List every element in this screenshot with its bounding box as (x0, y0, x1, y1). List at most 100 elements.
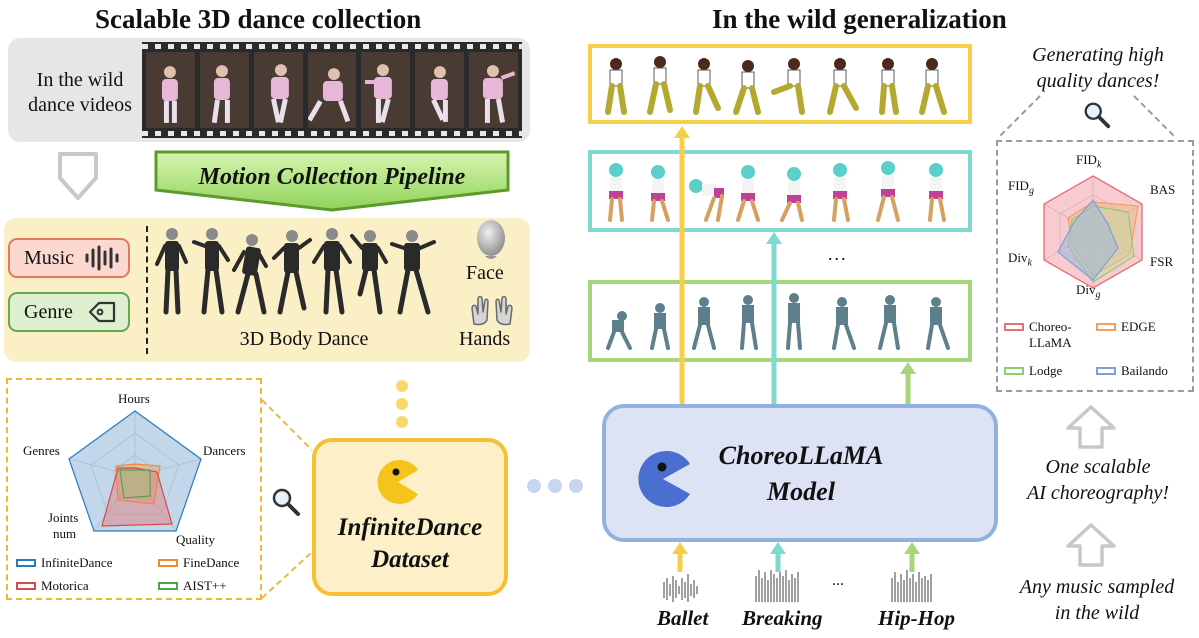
body-dance-label: 3D Body Dance (239, 328, 369, 350)
sprocket-top (142, 44, 522, 49)
teal-dancer-4 (736, 165, 760, 222)
genre-breaking: Breaking (742, 606, 823, 630)
radar-series-bailando (1057, 198, 1119, 281)
horizontal-dots (527, 479, 583, 493)
vertical-dots (396, 380, 408, 428)
teal-dancers (608, 161, 946, 222)
model-label: ChoreoLLaMA Model (696, 438, 906, 510)
film-frames (146, 52, 519, 128)
music-label: Music (24, 246, 74, 269)
radar-axis-joints-line1: Joints (48, 510, 79, 525)
tag-icon (88, 301, 115, 323)
legend-label-choreollama: Choreo-LLaMA (1029, 319, 1072, 351)
teal-dancer-1 (608, 163, 624, 222)
legend-swatch-lodge (1004, 367, 1024, 375)
video-strip-panel: In the wild dance videos (8, 38, 530, 142)
video-frame-6 (415, 52, 465, 128)
video-frame-4 (307, 52, 357, 128)
scalable-line1: One scalable (1045, 456, 1151, 478)
arrow-green (900, 362, 916, 404)
down-arrow-icon (58, 152, 98, 200)
radar-series-aist (119, 469, 151, 499)
music-waveforms (663, 570, 932, 602)
legend-label-finedance: FineDance (183, 555, 240, 570)
body-figure-5 (312, 228, 352, 315)
face-label: Face (466, 262, 504, 284)
green-dancer-1 (606, 311, 632, 350)
teal-dancer-7 (876, 161, 900, 222)
choreollama-line1: Choreo- (1029, 319, 1072, 334)
magnifier-icon (272, 488, 300, 516)
radar-axis-joints-line2: num (53, 526, 77, 541)
fidg-sub: g (1028, 185, 1034, 197)
choreollama-line2: LLaMA (1029, 335, 1072, 350)
video-frame-7 (469, 52, 519, 128)
green-dancer-7 (878, 295, 900, 350)
genre-ballet: Ballet (657, 606, 709, 630)
output-box-green (588, 280, 972, 362)
model-radar-connector (997, 95, 1177, 139)
yellow-dancer-2 (647, 56, 673, 115)
up-arrow-icon (1066, 405, 1116, 449)
model-radar-axis-fsr: FSR (1150, 254, 1174, 269)
legend-motorica: Motorica (16, 578, 89, 594)
dance-data-panel: Music Genre 3D Body Dance Face (4, 218, 530, 362)
legend-choreollama: Choreo-LLaMA (1004, 319, 1072, 351)
yellow-dancer-1 (605, 58, 627, 115)
panel-divider (146, 226, 148, 354)
model-radar-axis-fidg: FIDg (1008, 178, 1034, 197)
pacman-icon (638, 451, 690, 507)
dataset-connector-lines (261, 399, 313, 599)
ellipsis-middle: ... (828, 244, 848, 264)
green-dancer-4 (740, 295, 758, 350)
radar-axis-genres: Genres (23, 443, 60, 458)
radar-axis-hours: Hours (118, 391, 150, 406)
green-dancer-2 (650, 303, 670, 350)
teal-dancer-6 (832, 163, 850, 222)
model-box: ChoreoLLaMA Model (602, 404, 998, 542)
green-dancers (606, 293, 950, 350)
legend-aist: AIST++ (158, 578, 227, 594)
legend-label-aist: AIST++ (183, 578, 227, 593)
fidk-sub: k (1096, 159, 1102, 171)
yellow-dancer-5 (771, 58, 805, 115)
divk-sub: k (1027, 257, 1032, 269)
ballet-waveform (663, 574, 698, 602)
model-output-arrows (674, 126, 916, 404)
yellow-dancer-7 (879, 58, 899, 115)
pipeline-label: Motion Collection Pipeline (198, 164, 466, 190)
teal-dancer-8 (928, 163, 946, 222)
legend-label-infinitedance: InfiniteDance (41, 555, 113, 570)
teal-dancer-2 (650, 165, 670, 222)
legend-swatch-finedance (158, 559, 178, 567)
genre-input-arrows (672, 542, 920, 572)
model-label-line2: Model (767, 477, 835, 506)
hands-label: Hands (459, 328, 511, 350)
legend-bailando: Bailando (1096, 363, 1168, 379)
legend-swatch-edge (1096, 323, 1116, 331)
body-figure-3 (232, 234, 268, 315)
legend-label-edge: EDGE (1121, 319, 1156, 334)
right-title: In the wild generalization (712, 4, 1007, 34)
video-frame-5 (361, 52, 411, 128)
ellipsis-genres: ... (832, 572, 844, 589)
film-strip (142, 42, 522, 138)
legend-label-bailando: Bailando (1121, 363, 1168, 378)
music-sampled-text: Any music sampled in the wild (998, 574, 1196, 626)
dataset-box: InfiniteDance Dataset (312, 438, 508, 596)
legend-swatch-aist (158, 582, 178, 590)
video-frame-1 (146, 52, 195, 128)
body-figure-7 (390, 230, 436, 315)
generating-line2: quality dances! (1036, 70, 1160, 92)
video-label-line2: dance videos (28, 94, 132, 116)
model-radar-axis-bas: BAS (1150, 182, 1176, 197)
legend-edge: EDGE (1096, 319, 1156, 335)
yellow-dancers (605, 56, 947, 115)
teal-dancer-3 (689, 179, 724, 222)
body-figure-1 (155, 228, 188, 315)
body-figure-2 (192, 228, 230, 315)
hiphop-arrow (904, 542, 920, 572)
music-tag: Music (8, 238, 130, 278)
body-dance-figures (155, 228, 436, 315)
video-label-line1: In the wild (36, 69, 124, 91)
